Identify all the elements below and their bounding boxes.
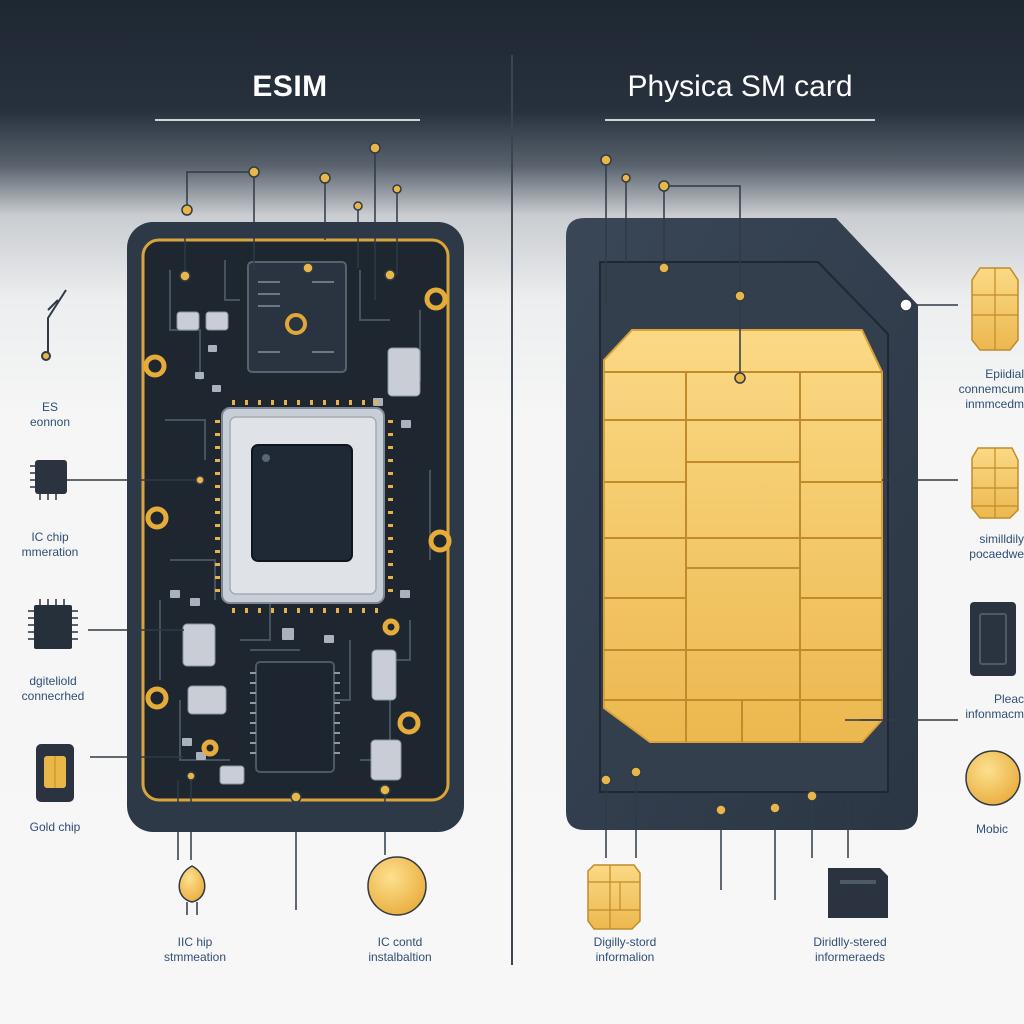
label-ic-hip: IIC hip stmmeation bbox=[163, 935, 227, 964]
pin-dot-icon bbox=[379, 784, 391, 796]
label-similarly: similldily pocaedwe bbox=[969, 532, 1024, 561]
sim-chip-small-icon bbox=[587, 864, 641, 930]
pin-dot-icon bbox=[181, 204, 193, 216]
sim-callout-lines bbox=[605, 160, 958, 900]
label-epitidial: Epiidial connemcum inmmcedm bbox=[958, 367, 1024, 411]
esim-callout-lines bbox=[44, 148, 398, 910]
label-gold-chip: Gold chip bbox=[29, 820, 81, 834]
card-reader-icon bbox=[828, 868, 888, 918]
pin-dot-icon bbox=[621, 173, 631, 183]
label-mobile: Mobic bbox=[975, 822, 1008, 836]
pin-dot-icon bbox=[734, 290, 746, 302]
main-processor-chip-icon bbox=[221, 407, 385, 604]
label-place: Pleac infonmacm bbox=[965, 692, 1024, 721]
pin-dot-icon bbox=[186, 771, 196, 781]
pin-dot-icon bbox=[319, 172, 331, 184]
gold-contact-icon-2 bbox=[971, 447, 1019, 519]
card-slot-icon bbox=[970, 602, 1016, 676]
pin-dot-icon bbox=[302, 262, 314, 274]
pin-dot-icon bbox=[179, 270, 191, 282]
label-digital-connected: dgiteliold connecrhed bbox=[21, 674, 85, 703]
physical-sim-card bbox=[566, 218, 918, 830]
gold-coin-icon bbox=[965, 750, 1021, 806]
pin-dot-icon bbox=[630, 766, 642, 778]
pin-dot-icon bbox=[369, 142, 381, 154]
pin-dot-icon bbox=[384, 269, 396, 281]
pin-dot-icon bbox=[248, 166, 260, 178]
pin-dot-icon bbox=[658, 262, 670, 274]
label-ic-chip: IC chip mmeration bbox=[21, 530, 79, 559]
pin-dot-icon bbox=[769, 802, 781, 814]
connector-icon bbox=[41, 289, 67, 361]
esim-board bbox=[127, 222, 464, 832]
ic-chip-icon bbox=[30, 460, 67, 500]
pin-dot-icon bbox=[806, 790, 818, 802]
esim-title: ESIM bbox=[252, 70, 328, 103]
bottom-chip-icon bbox=[250, 661, 340, 773]
pin-dot-icon bbox=[392, 184, 402, 194]
gold-drop-icon bbox=[178, 865, 206, 915]
pin-dot-icon bbox=[195, 475, 205, 485]
pin-dot-icon bbox=[290, 791, 302, 803]
sim-chip-icon bbox=[36, 744, 74, 802]
label-connection: ES eonnon bbox=[29, 400, 71, 429]
pin-dot-icon bbox=[899, 298, 913, 312]
pin-dot-icon bbox=[353, 201, 363, 211]
pin-dot-icon bbox=[600, 774, 612, 786]
gold-contact-icon bbox=[971, 267, 1019, 351]
physical-sim-title: Physica SM card bbox=[627, 70, 853, 103]
pin-dot-icon bbox=[734, 372, 746, 384]
pin-dot-icon bbox=[658, 180, 670, 192]
pin-dot-icon bbox=[600, 154, 612, 166]
pin-dot-icon bbox=[715, 804, 727, 816]
microchip-icon bbox=[28, 599, 78, 649]
gold-coin-icon bbox=[367, 856, 427, 916]
label-ic-contd: IC contd instalbaltion bbox=[368, 935, 432, 964]
label-digitally-stored-2: Diridlly-stered informeraeds bbox=[813, 935, 887, 964]
label-digitally-stored: Digilly-stord informalion bbox=[593, 935, 657, 964]
